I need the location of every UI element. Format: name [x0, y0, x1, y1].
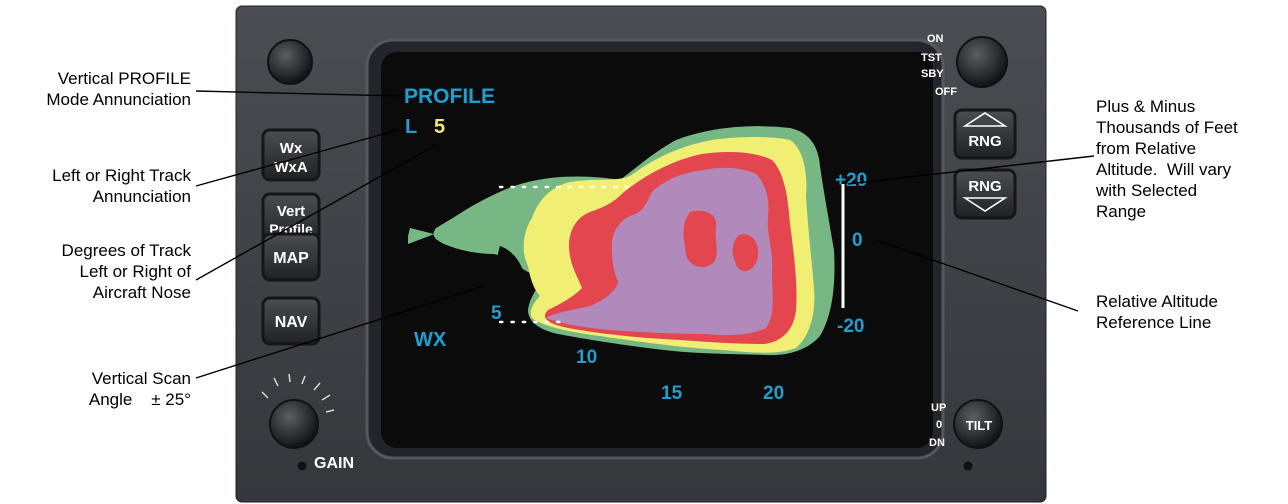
callout-profile-mode-line2: Mode Annunciation — [46, 90, 191, 109]
track-side-annunciation: L — [405, 116, 417, 138]
wx-button-label-bottom: WxA — [274, 159, 308, 176]
track-degrees-annunciation: 5 — [434, 116, 445, 138]
callout-track-degrees-line3: Aircraft Nose — [92, 283, 191, 302]
leader-altitude-thousands — [847, 155, 1095, 185]
wx-mode-label: WX — [414, 329, 447, 351]
callout-scan-angle-line1: Vertical Scan — [91, 369, 191, 388]
callout-track-degrees: Degrees of Track Left or Right of Aircra… — [62, 240, 191, 303]
rng-up-label: RNG — [968, 133, 1001, 150]
leader-reference-line — [875, 239, 1079, 312]
callout-leaders — [195, 90, 1095, 379]
rng-up-button[interactable]: RNG — [953, 108, 1017, 160]
callout-reference-line2: Reference Line — [1096, 313, 1212, 332]
mode-pos-sby: SBY — [921, 68, 944, 80]
tilt-pos-up: UP — [931, 402, 946, 414]
callout-track-annunciation-line1: Left or Right Track — [52, 166, 191, 185]
rng-down-arrow-icon — [962, 197, 1008, 212]
callout-reference-line: Relative Altitude Reference Line — [1096, 291, 1218, 333]
callout-altitude-line2: Thousands of Feet — [1096, 118, 1238, 137]
callout-altitude-line4: Altitude. Will vary — [1096, 160, 1232, 179]
rng-down-button[interactable]: RNG — [953, 168, 1017, 220]
mode-knob[interactable] — [956, 36, 1008, 88]
mode-pos-tst: TST — [921, 52, 942, 64]
gain-label: GAIN — [314, 455, 354, 472]
mode-pos-on: ON — [927, 33, 944, 45]
wx-wxa-button[interactable]: Wx WxA — [261, 128, 321, 182]
callout-scan-angle: Vertical Scan Angle ± 25° — [89, 368, 191, 410]
gain-indicator-dot — [297, 461, 307, 471]
callout-track-annunciation: Left or Right Track Annunciation — [52, 165, 191, 207]
profile-mode-annunciation: PROFILE — [404, 85, 495, 108]
tilt-pos-zero: 0 — [936, 419, 942, 431]
mode-pos-off: OFF — [935, 86, 957, 98]
callout-track-annunciation-line2: Annunciation — [92, 187, 191, 206]
callout-reference-line1: Relative Altitude — [1096, 292, 1218, 311]
tilt-pos-dn: DN — [929, 437, 945, 449]
vert-profile-label-top: Vert — [277, 203, 305, 220]
callout-altitude-line1: Plus & Minus — [1096, 97, 1196, 116]
nav-button[interactable]: NAV — [261, 296, 321, 346]
wx-gap — [496, 246, 526, 312]
leader-track-annunciation — [195, 129, 399, 187]
callout-altitude-line6: Range — [1096, 202, 1147, 221]
map-button-label: MAP — [273, 250, 309, 267]
altitude-label-middle: 0 — [852, 230, 863, 251]
wx-button-label-top: Wx — [280, 140, 303, 157]
gain-knob[interactable] — [269, 399, 319, 449]
callout-altitude-line5: with Selected — [1096, 181, 1198, 200]
altitude-label-top: +20 — [835, 170, 867, 191]
top-left-knob[interactable] — [267, 39, 313, 85]
range-label-15: 15 — [661, 383, 683, 404]
leader-scan-angle — [195, 285, 485, 379]
range-label-20: 20 — [763, 383, 784, 404]
leader-profile-mode — [195, 90, 403, 97]
leader-track-degrees — [195, 143, 439, 281]
nav-button-label: NAV — [275, 314, 308, 331]
weather-returns — [408, 126, 835, 356]
callout-altitude-line3: from Relative — [1096, 139, 1197, 158]
tilt-knob[interactable] — [953, 399, 1003, 449]
wx-dark-patch-2 — [732, 234, 759, 272]
callout-profile-mode-line1: Vertical PROFILE — [57, 69, 191, 88]
rng-up-arrow-icon — [962, 112, 1008, 127]
callout-profile-mode: Vertical PROFILE Mode Annunciation — [46, 68, 191, 110]
vert-profile-button[interactable]: Vert Profile — [261, 192, 321, 246]
map-button[interactable]: MAP — [261, 232, 321, 282]
callout-track-degrees-line1: Degrees of Track — [61, 241, 191, 260]
callout-altitude-thousands: Plus & Minus Thousands of Feet from Rela… — [1096, 96, 1238, 222]
range-label-10: 10 — [576, 347, 597, 368]
wx-level-magenta — [546, 167, 773, 336]
range-label-5: 5 — [491, 303, 502, 324]
callout-track-degrees-line2: Left or Right of — [79, 262, 191, 281]
rng-down-label: RNG — [968, 178, 1001, 195]
callout-scan-angle-line2: Angle ± 25° — [88, 390, 191, 409]
tilt-indicator-dot — [963, 461, 973, 471]
altitude-label-bottom: -20 — [837, 316, 864, 337]
tilt-label: TILT — [966, 418, 993, 433]
gain-tick-marks — [261, 373, 335, 413]
wx-dark-patch — [683, 210, 717, 268]
